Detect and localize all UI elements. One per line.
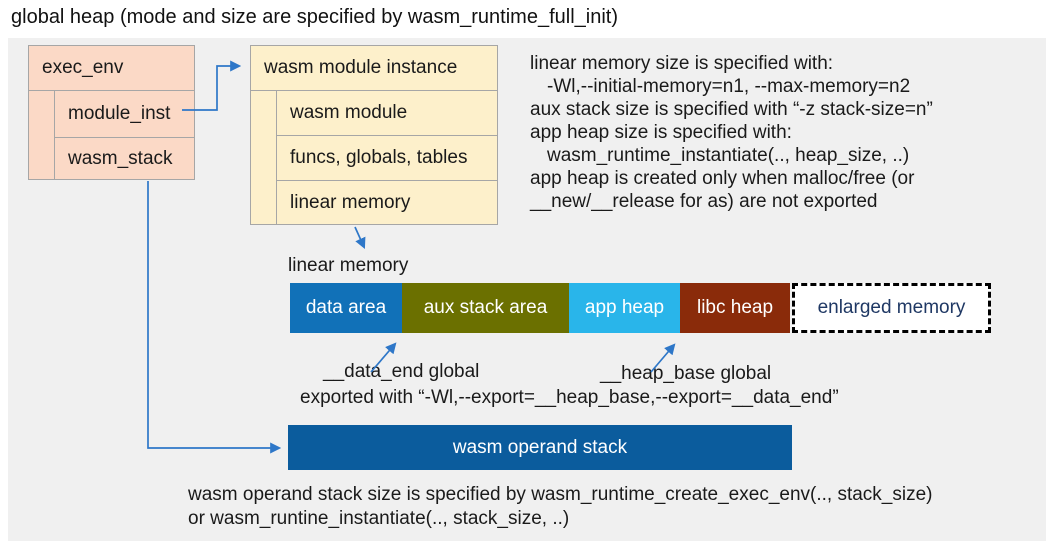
exec-env-box: exec_env module_inst wasm_stack <box>28 45 195 180</box>
segment-libc-heap: libc heap <box>680 283 790 333</box>
heap-base-global-label: __heap_base global <box>600 363 772 384</box>
segment-aux-stack-area: aux stack area <box>402 283 569 333</box>
linear-memory-label: linear memory <box>288 255 409 276</box>
row-linear-memory: linear memory <box>276 181 497 225</box>
note-line: app heap size is specified with: <box>530 122 792 143</box>
row-wasm-module: wasm module <box>276 91 497 136</box>
exec-env-row-wasm-stack: wasm_stack <box>54 138 194 180</box>
exec-env-rows: module_inst wasm_stack <box>54 91 194 180</box>
diagram-title: global heap (mode and size are specified… <box>11 6 618 28</box>
note-line: __new/__release for as) are not exported <box>530 191 878 212</box>
linear-memory-bar: data area aux stack area app heap libc h… <box>290 283 790 333</box>
operand-stack-note: wasm operand stack size is specified by … <box>188 483 933 531</box>
exec-env-row-module-inst: module_inst <box>54 91 194 138</box>
exec-env-title: exec_env <box>29 46 194 91</box>
note-line: wasm operand stack size is specified by … <box>188 484 933 505</box>
note-line: or wasm_runtine_instantiate(.., stack_si… <box>188 508 570 529</box>
note-line: aux stack size is specified with “-z sta… <box>530 99 933 120</box>
note-line: linear memory size is specified with: <box>530 53 834 74</box>
wasm-module-instance-box: wasm module instance wasm module funcs, … <box>250 45 498 225</box>
wasm-operand-stack-bar: wasm operand stack <box>288 425 792 470</box>
row-funcs-globals-tables: funcs, globals, tables <box>276 136 497 181</box>
memory-size-notes: linear memory size is specified with: -W… <box>530 52 933 213</box>
wasm-module-instance-rows: wasm module funcs, globals, tables linea… <box>276 91 497 225</box>
note-line: app heap is created only when malloc/fre… <box>530 168 915 189</box>
data-end-global-label: __data_end global <box>323 361 480 382</box>
note-line: wasm_runtime_instantiate(.., heap_size, … <box>547 145 910 166</box>
export-flags-label: exported with “-Wl,--export=__heap_base,… <box>300 387 839 408</box>
segment-app-heap: app heap <box>569 283 680 333</box>
note-line: -Wl,--initial-memory=n1, --max-memory=n2 <box>547 76 911 97</box>
segment-enlarged-memory: enlarged memory <box>792 283 991 333</box>
wasm-module-instance-title: wasm module instance <box>251 46 497 91</box>
segment-data-area: data area <box>290 283 402 333</box>
